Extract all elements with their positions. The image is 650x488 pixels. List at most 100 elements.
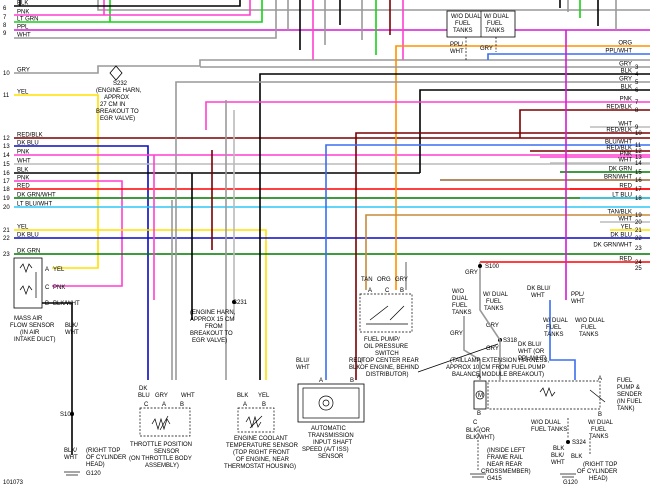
maf-wire-pnk: PNK [53, 285, 65, 291]
left-pin-number: 23 [3, 252, 10, 258]
fps-pin-c: C [385, 288, 390, 294]
left-pin-number: 11 [3, 93, 10, 99]
right-pin-number: 24 [635, 260, 642, 266]
right-pin-number: 10 [635, 131, 642, 137]
left-pin-label: PNK [17, 150, 29, 156]
left-pin-label: GRY [17, 68, 30, 74]
s100-gry: GRY [465, 270, 478, 276]
right-pin-number: 19 [635, 213, 642, 219]
sender-dkblu-1: WHT [531, 293, 545, 299]
right-pin-label: RED/BLK [606, 105, 632, 111]
ect-title-4: THERMOSTAT HOUSING) [224, 464, 296, 470]
lr-blk1: BLK [553, 446, 564, 452]
left-ground-id: G120 [86, 471, 101, 477]
tps-wire-wht: WHT [181, 393, 195, 399]
sender-dkblu-0: DK BLU/ [527, 286, 551, 292]
left-pin-number: 22 [3, 236, 10, 242]
ect-wire-blk: BLK [237, 393, 248, 399]
ect-title-1: TEMPERATURE SENSOR [226, 443, 299, 449]
maf-pin-a: A [45, 267, 49, 273]
balance-note-1: APPROX 10 CM FROM FUEL PUMP [446, 365, 545, 371]
fps-wire-org: ORG [377, 277, 391, 283]
top-with-0: W/ DUAL [484, 14, 510, 20]
right-pin-label: BLK [621, 85, 632, 91]
left-pin-label: LT GRN [17, 17, 38, 23]
fps-title-4: OF ENGINE, BEHIND [360, 365, 420, 371]
left-ground-loc-0: (RIGHT TOP [86, 448, 120, 454]
sender-without-2: TANKS [579, 332, 599, 338]
splice-s232: S232 (ENGINE HARN, APPROX 27 CM IN BREAK… [96, 65, 142, 122]
top-with-2: TANKS [485, 28, 505, 34]
s232-line-0: S232 [113, 81, 128, 87]
bm-without-3: TANKS [452, 310, 472, 316]
right-pin-number: 4 [635, 72, 639, 78]
iss-wire-0: BLU/ [296, 358, 310, 364]
lr-g415-loc-3: CROSSMEMBER) [481, 469, 531, 475]
bm-with-2: TANKS [484, 306, 504, 312]
left-pin-number: 10 [3, 71, 10, 77]
fps-title-3: (TOP CENTER REAR [360, 358, 419, 364]
maf-pin-c: C [45, 285, 50, 291]
sender-with-0: W/ DUAL [543, 318, 569, 324]
lr-blk-or-0: BLK (OR [466, 428, 491, 434]
bm-without-1: DUAL [452, 296, 469, 302]
lr-with-1: FUEL [591, 427, 607, 433]
sender-with-2: TANKS [544, 332, 564, 338]
lr-pin-c: C [473, 420, 478, 426]
left-pin-label: DK BLU [17, 141, 39, 147]
right-pin-label: WHT [618, 122, 632, 128]
left-pin-number: 8 [3, 23, 7, 29]
left-pin-label: BLK [17, 1, 28, 7]
left-pin-label: YEL [17, 225, 29, 231]
maf-wire-blkwht: BLK/WHT [53, 301, 80, 307]
fps-title-0: FUEL PUMP/ [364, 337, 400, 343]
right-pin-label: ORG [618, 41, 632, 47]
right-pin-label: RED [619, 257, 632, 263]
sender-pin-a: A [598, 376, 602, 382]
iss-wire-3: BLK [349, 365, 360, 371]
left-pin-label: RED [17, 184, 30, 190]
bm-without-0: W/O [452, 289, 464, 295]
throttle-position-sensor: DK BLU GRY WHT C A B THROTTLE POSITION S… [129, 386, 195, 469]
right-connector-pins: ORGPPL/WHTGRY3BLK4GRY5BLK6PNK7RED/BLK8WH… [593, 41, 642, 273]
top-ppl: PPL/ [450, 42, 463, 48]
maf-out-1: WHT [65, 330, 79, 336]
ect-title-3: OF ENGINE, NEAR [236, 457, 290, 463]
lr-blk2-0: BLK/ [551, 453, 564, 459]
tps-pin-a: A [162, 402, 166, 408]
tps-wire-gry: GRY [155, 393, 168, 399]
left-pin-number: 21 [3, 228, 10, 234]
sender-dkblu2-1: WHT (OR [518, 349, 545, 355]
s231-line-0: S231 [233, 300, 248, 306]
maf-pin-b: B [45, 301, 49, 307]
left-pin-number: 15 [3, 162, 10, 168]
right-pin-label: GRY [619, 77, 632, 83]
right-pin-label: PPL/WHT [605, 49, 632, 55]
fps-pin-b: B [400, 288, 404, 294]
left-pin-label: PNK [17, 10, 29, 16]
iss-title-4: SENSOR [318, 454, 344, 460]
lr-blk3: BLK [571, 454, 582, 460]
lr-g415-loc-1: FRAME RAIL [487, 455, 524, 461]
s231-line-4: BREAKOUT TO [190, 331, 233, 337]
sender-title-0: FUEL [617, 378, 633, 384]
figure-id: 101073 [3, 480, 24, 486]
right-pin-number: 12 [635, 149, 642, 155]
right-pin-label: DK GRN/WHT [593, 243, 632, 249]
balance-note-2: BALANCE MODULE BREAKOUT) [452, 372, 544, 378]
lower-right-grounds: C BLK (OR BLK/WHT) (INSIDE LEFT FRAME RA… [466, 418, 618, 486]
tps-wire-dk: DK [139, 386, 147, 392]
sender-title-2: SENDER [617, 392, 643, 398]
left-pin-number: 14 [3, 153, 10, 159]
right-pin-number: 16 [635, 178, 642, 184]
bm-with-0: W/ DUAL [483, 292, 509, 298]
left-pin-number: 13 [3, 144, 10, 150]
bm-gry-left: GRY [450, 331, 463, 337]
bm-pin-a: A [477, 374, 481, 380]
right-pin-label: WHT [618, 158, 632, 164]
s231-line-2: APPROX 15 CM [190, 317, 234, 323]
bm-pin-b: B [477, 411, 481, 417]
right-pin-number: 7 [635, 100, 639, 106]
bm-motor-m: M [478, 393, 483, 399]
lr-g415-loc-2: NEAR REAR [487, 462, 523, 468]
